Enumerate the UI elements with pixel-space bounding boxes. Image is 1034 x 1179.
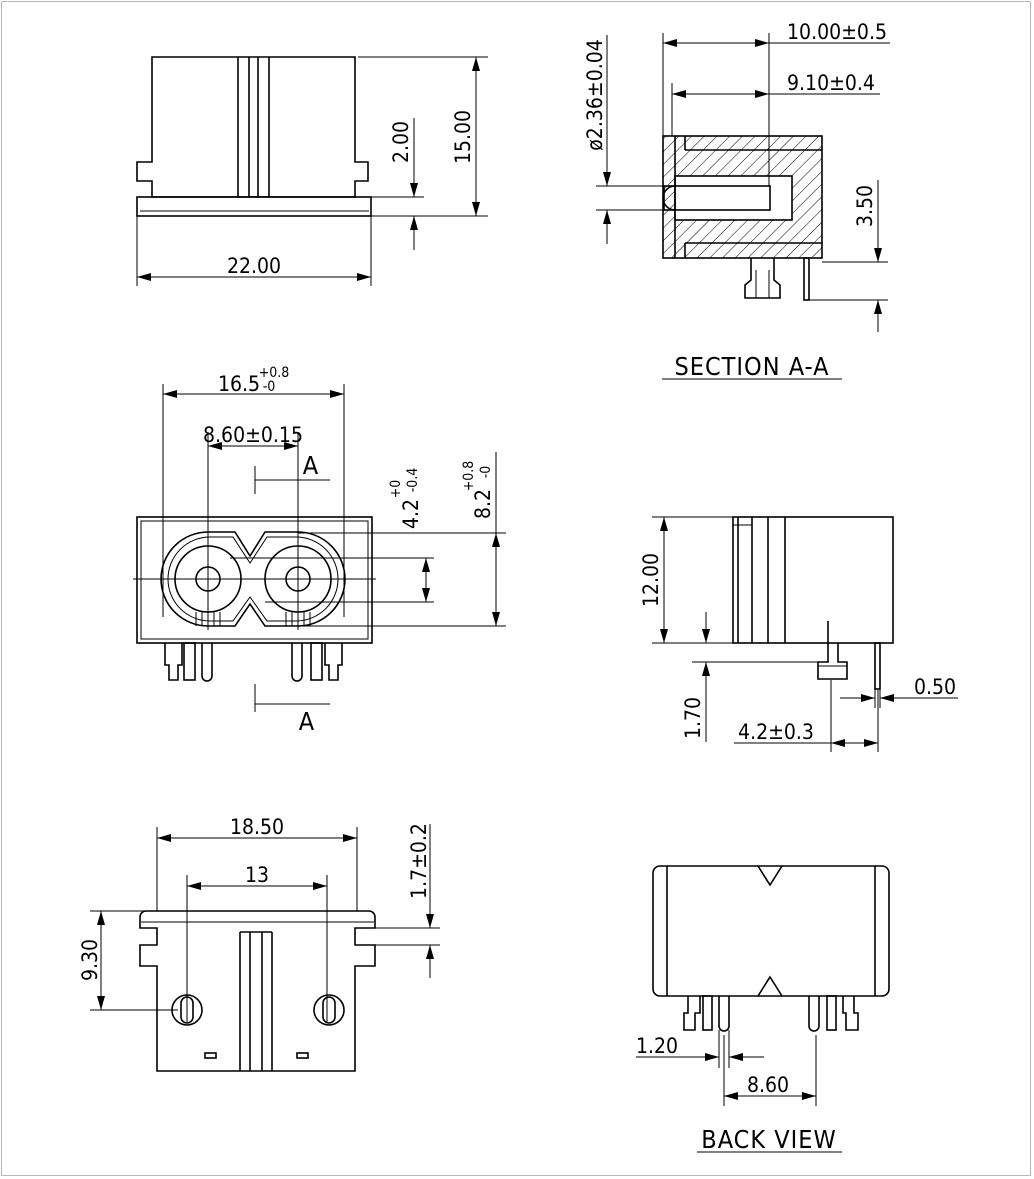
front-body-h-dim: 8.2 xyxy=(471,489,495,519)
side-offset-dim: 1.70 xyxy=(681,697,705,739)
back-view: 1.20 8.60 BACK VIEW xyxy=(636,865,890,1154)
side-height-dim: 12.00 xyxy=(639,553,663,607)
section-pin-dim: 3.50 xyxy=(853,185,877,227)
top-width-dim: 22.00 xyxy=(227,254,281,278)
top-view: 22.00 15.00 2.00 xyxy=(136,56,488,286)
front-body-h-tol-upper: +0.8 xyxy=(461,461,477,492)
bottom-flange-dim: 1.7±0.2 xyxy=(407,823,431,899)
section-hole-dim: ø2.36±0.04 xyxy=(583,39,607,151)
side-pin-pos-dim: 4.2±0.3 xyxy=(738,720,814,744)
section-marker-bottom: A xyxy=(299,707,315,736)
bottom-pitch-dim: 13 xyxy=(245,863,269,887)
side-view: 12.00 1.70 4.2±0.3 0.50 xyxy=(639,516,958,752)
section-title: SECTION A-A xyxy=(674,352,829,381)
front-hole-h-tol-upper: +0 xyxy=(388,480,404,499)
top-flange-dim: 2.00 xyxy=(389,121,413,163)
side-pin-t-dim: 0.50 xyxy=(914,675,956,699)
front-pitch-dim: 8.60±0.15 xyxy=(203,423,303,447)
front-width-tol-lower: -0 xyxy=(263,379,276,395)
back-view-title: BACK VIEW xyxy=(701,1125,836,1154)
front-width-dim: 16.5 xyxy=(218,372,260,396)
front-hole-h-dim: 4.2 xyxy=(399,499,423,529)
front-body-h-tol-lower: -0 xyxy=(478,466,494,479)
section-view: 10.00±0.5 9.10±0.4 ø2.36±0.04 3.50 SECTI… xyxy=(583,20,890,381)
bottom-view: 18.50 13 9.30 1.7±0.2 xyxy=(78,815,440,1072)
front-view: 16.5 +0.8 -0 8.60±0.15 A A 4.2 +0 -0.4 8… xyxy=(133,365,506,736)
section-length-dim: 10.00±0.5 xyxy=(787,20,887,44)
top-height-dim: 15.00 xyxy=(451,110,475,164)
front-width-tol-upper: +0.8 xyxy=(259,365,290,381)
section-depth-dim: 9.10±0.4 xyxy=(787,71,875,95)
front-hole-h-tol-lower: -0.4 xyxy=(405,468,421,493)
bottom-width-dim: 18.50 xyxy=(230,815,284,839)
back-pin-w-dim: 1.20 xyxy=(636,1034,678,1058)
bottom-depth-dim: 9.30 xyxy=(78,939,102,981)
section-marker-top: A xyxy=(303,451,319,480)
back-pitch-dim: 8.60 xyxy=(747,1073,789,1097)
